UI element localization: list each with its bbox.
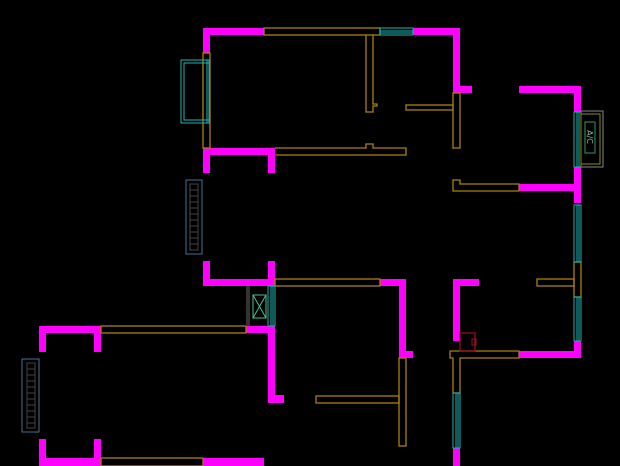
window-right-1 (573, 111, 582, 168)
radiator-left-lower (21, 358, 40, 433)
windows (180, 27, 582, 449)
ac-unit: A/C (580, 110, 604, 168)
radiator-left-upper (185, 179, 203, 255)
window-bottom (452, 392, 461, 449)
elevator-symbol (246, 286, 267, 326)
window-top (379, 27, 414, 36)
meter-box (459, 332, 477, 352)
window-right-3 (573, 296, 582, 342)
window-right-2 (573, 204, 582, 263)
ac-label: A/C (585, 130, 594, 144)
bay-window (180, 59, 210, 124)
partition-walls (100, 27, 582, 466)
window-shaft (267, 285, 276, 327)
concrete-walls (39, 28, 581, 466)
